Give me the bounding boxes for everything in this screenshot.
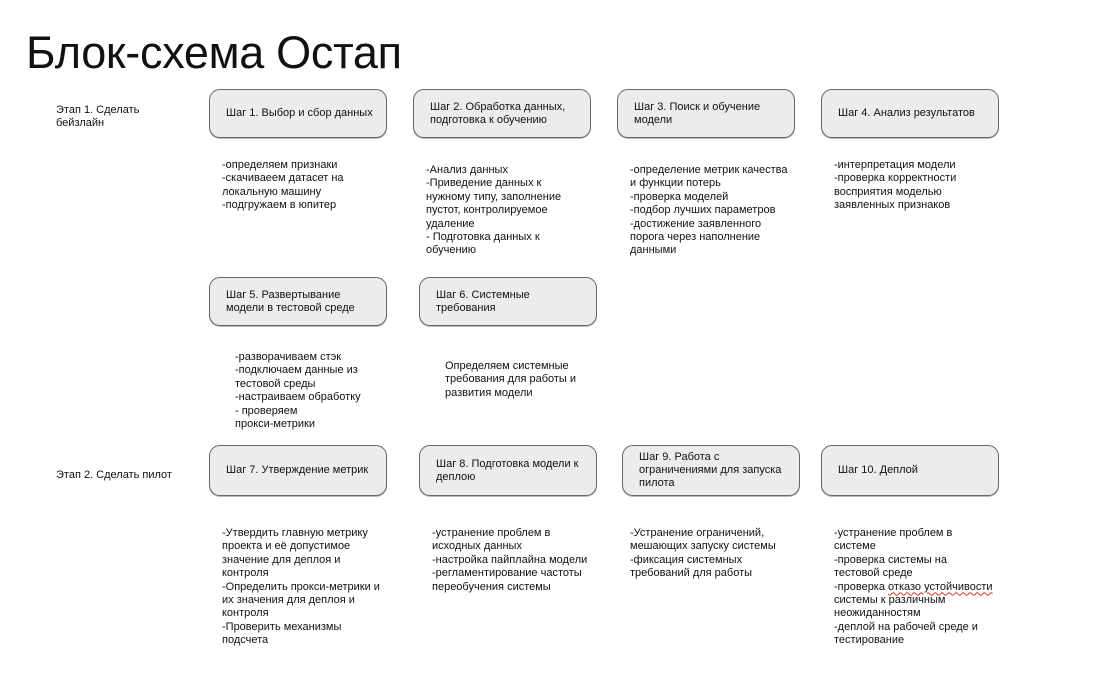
step-9-box: Шаг 9. Работа с ограничениями для запуск… — [622, 445, 800, 496]
spellcheck-underlined-text: отказо устойчивости — [888, 580, 993, 593]
step-9-label: Шаг 9. Работа с ограничениями для запуск… — [639, 451, 782, 489]
step-4-description: -интерпретация модели -проверка корректн… — [834, 159, 957, 212]
step-8-label: Шаг 8. Подготовка модели к деплою — [436, 457, 579, 483]
step-1-box: Шаг 1. Выбор и сбор данных — [209, 89, 387, 138]
step-10-description-part-1: -устранение проблем в системе -проверка … — [834, 527, 953, 593]
step-7-label: Шаг 7. Утверждение метрик — [226, 464, 369, 476]
step-2-box: Шаг 2. Обработка данных, подготовка к об… — [413, 89, 591, 138]
step-8-description: -устранение проблем в исходных данных -н… — [432, 527, 588, 593]
step-3-description: -определение метрик качества и функции п… — [630, 164, 788, 257]
step-10-box: Шаг 10. Деплой — [821, 445, 999, 496]
step-5-description: -разворачиваем стэк -подключаем данные и… — [235, 351, 361, 431]
step-2-label: Шаг 2. Обработка данных, подготовка к об… — [430, 100, 566, 126]
step-7-box: Шаг 7. Утверждение метрик — [209, 445, 387, 496]
step-6-box: Шаг 6. Системные требования — [419, 277, 597, 326]
stage-2-label: Этап 2. Сделать пилот — [56, 469, 172, 481]
step-6-label: Шаг 6. Системные требования — [436, 288, 530, 314]
step-10-description: -устранение проблем в системе -проверка … — [834, 527, 993, 648]
step-6-description: Определяем системные требования для рабо… — [445, 360, 577, 399]
step-9-description: -Устранение ограничений, мешающих запуск… — [630, 527, 776, 580]
step-1-description: -определяем признаки -скачиваеем датасет… — [222, 159, 344, 212]
step-3-box: Шаг 3. Поиск и обучение модели — [617, 89, 795, 138]
step-7-description: -Утвердить главную метрику проекта и её … — [222, 527, 380, 647]
step-10-label: Шаг 10. Деплой — [838, 464, 918, 476]
step-3-label: Шаг 3. Поиск и обучение модели — [634, 100, 761, 126]
stage-1-label: Этап 1. Сделать бейзлайн — [56, 104, 140, 129]
step-1-label: Шаг 1. Выбор и сбор данных — [226, 107, 373, 119]
step-5-box: Шаг 5. Развертывание модели в тестовой с… — [209, 277, 387, 326]
step-8-box: Шаг 8. Подготовка модели к деплою — [419, 445, 597, 496]
step-4-label: Шаг 4. Анализ результатов — [838, 107, 975, 119]
step-2-description: -Анализ данных -Приведение данных к нужн… — [426, 164, 562, 257]
step-4-box: Шаг 4. Анализ результатов — [821, 89, 999, 138]
step-5-label: Шаг 5. Развертывание модели в тестовой с… — [226, 288, 355, 314]
page-title: Блок-схема Остап — [26, 27, 402, 78]
step-10-description-part-2: системы к различным неожиданностям -депл… — [834, 594, 978, 647]
